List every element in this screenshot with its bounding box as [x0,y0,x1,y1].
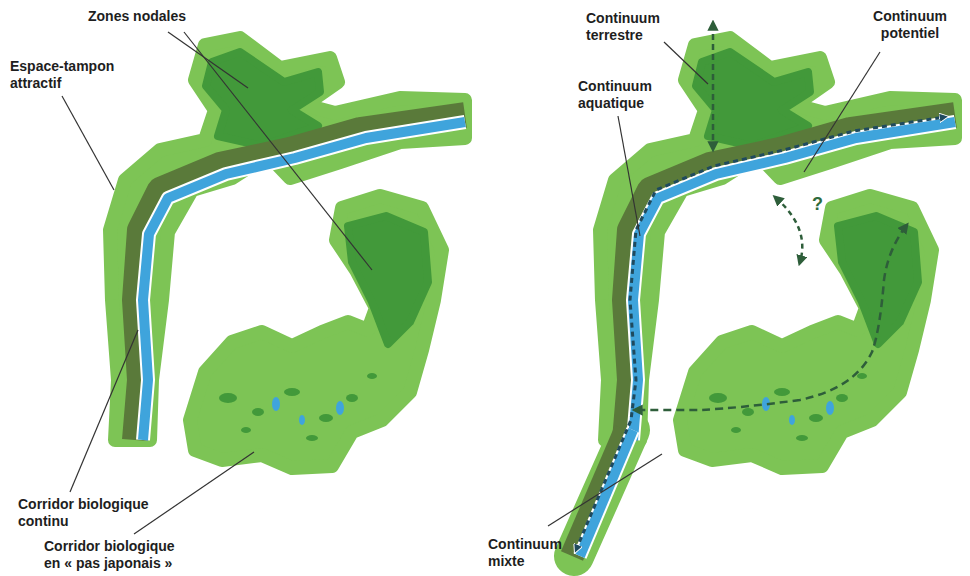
continuum-label: Continuum terrestre [586,10,670,44]
continuum-label: Continuum potentiel [860,8,960,42]
corridor-label: Corridor biologique en « pas japonais » [44,538,194,572]
continuum-label: Continuum mixte [488,536,572,570]
question-mark: ? [812,196,832,213]
buffer-label: Espace-tampon attractif [10,58,118,92]
continuum-label: Continuum aquatique [578,78,662,112]
zone-label: Zones nodales [88,8,208,25]
corridor-label: Corridor biologique continu [18,496,168,530]
